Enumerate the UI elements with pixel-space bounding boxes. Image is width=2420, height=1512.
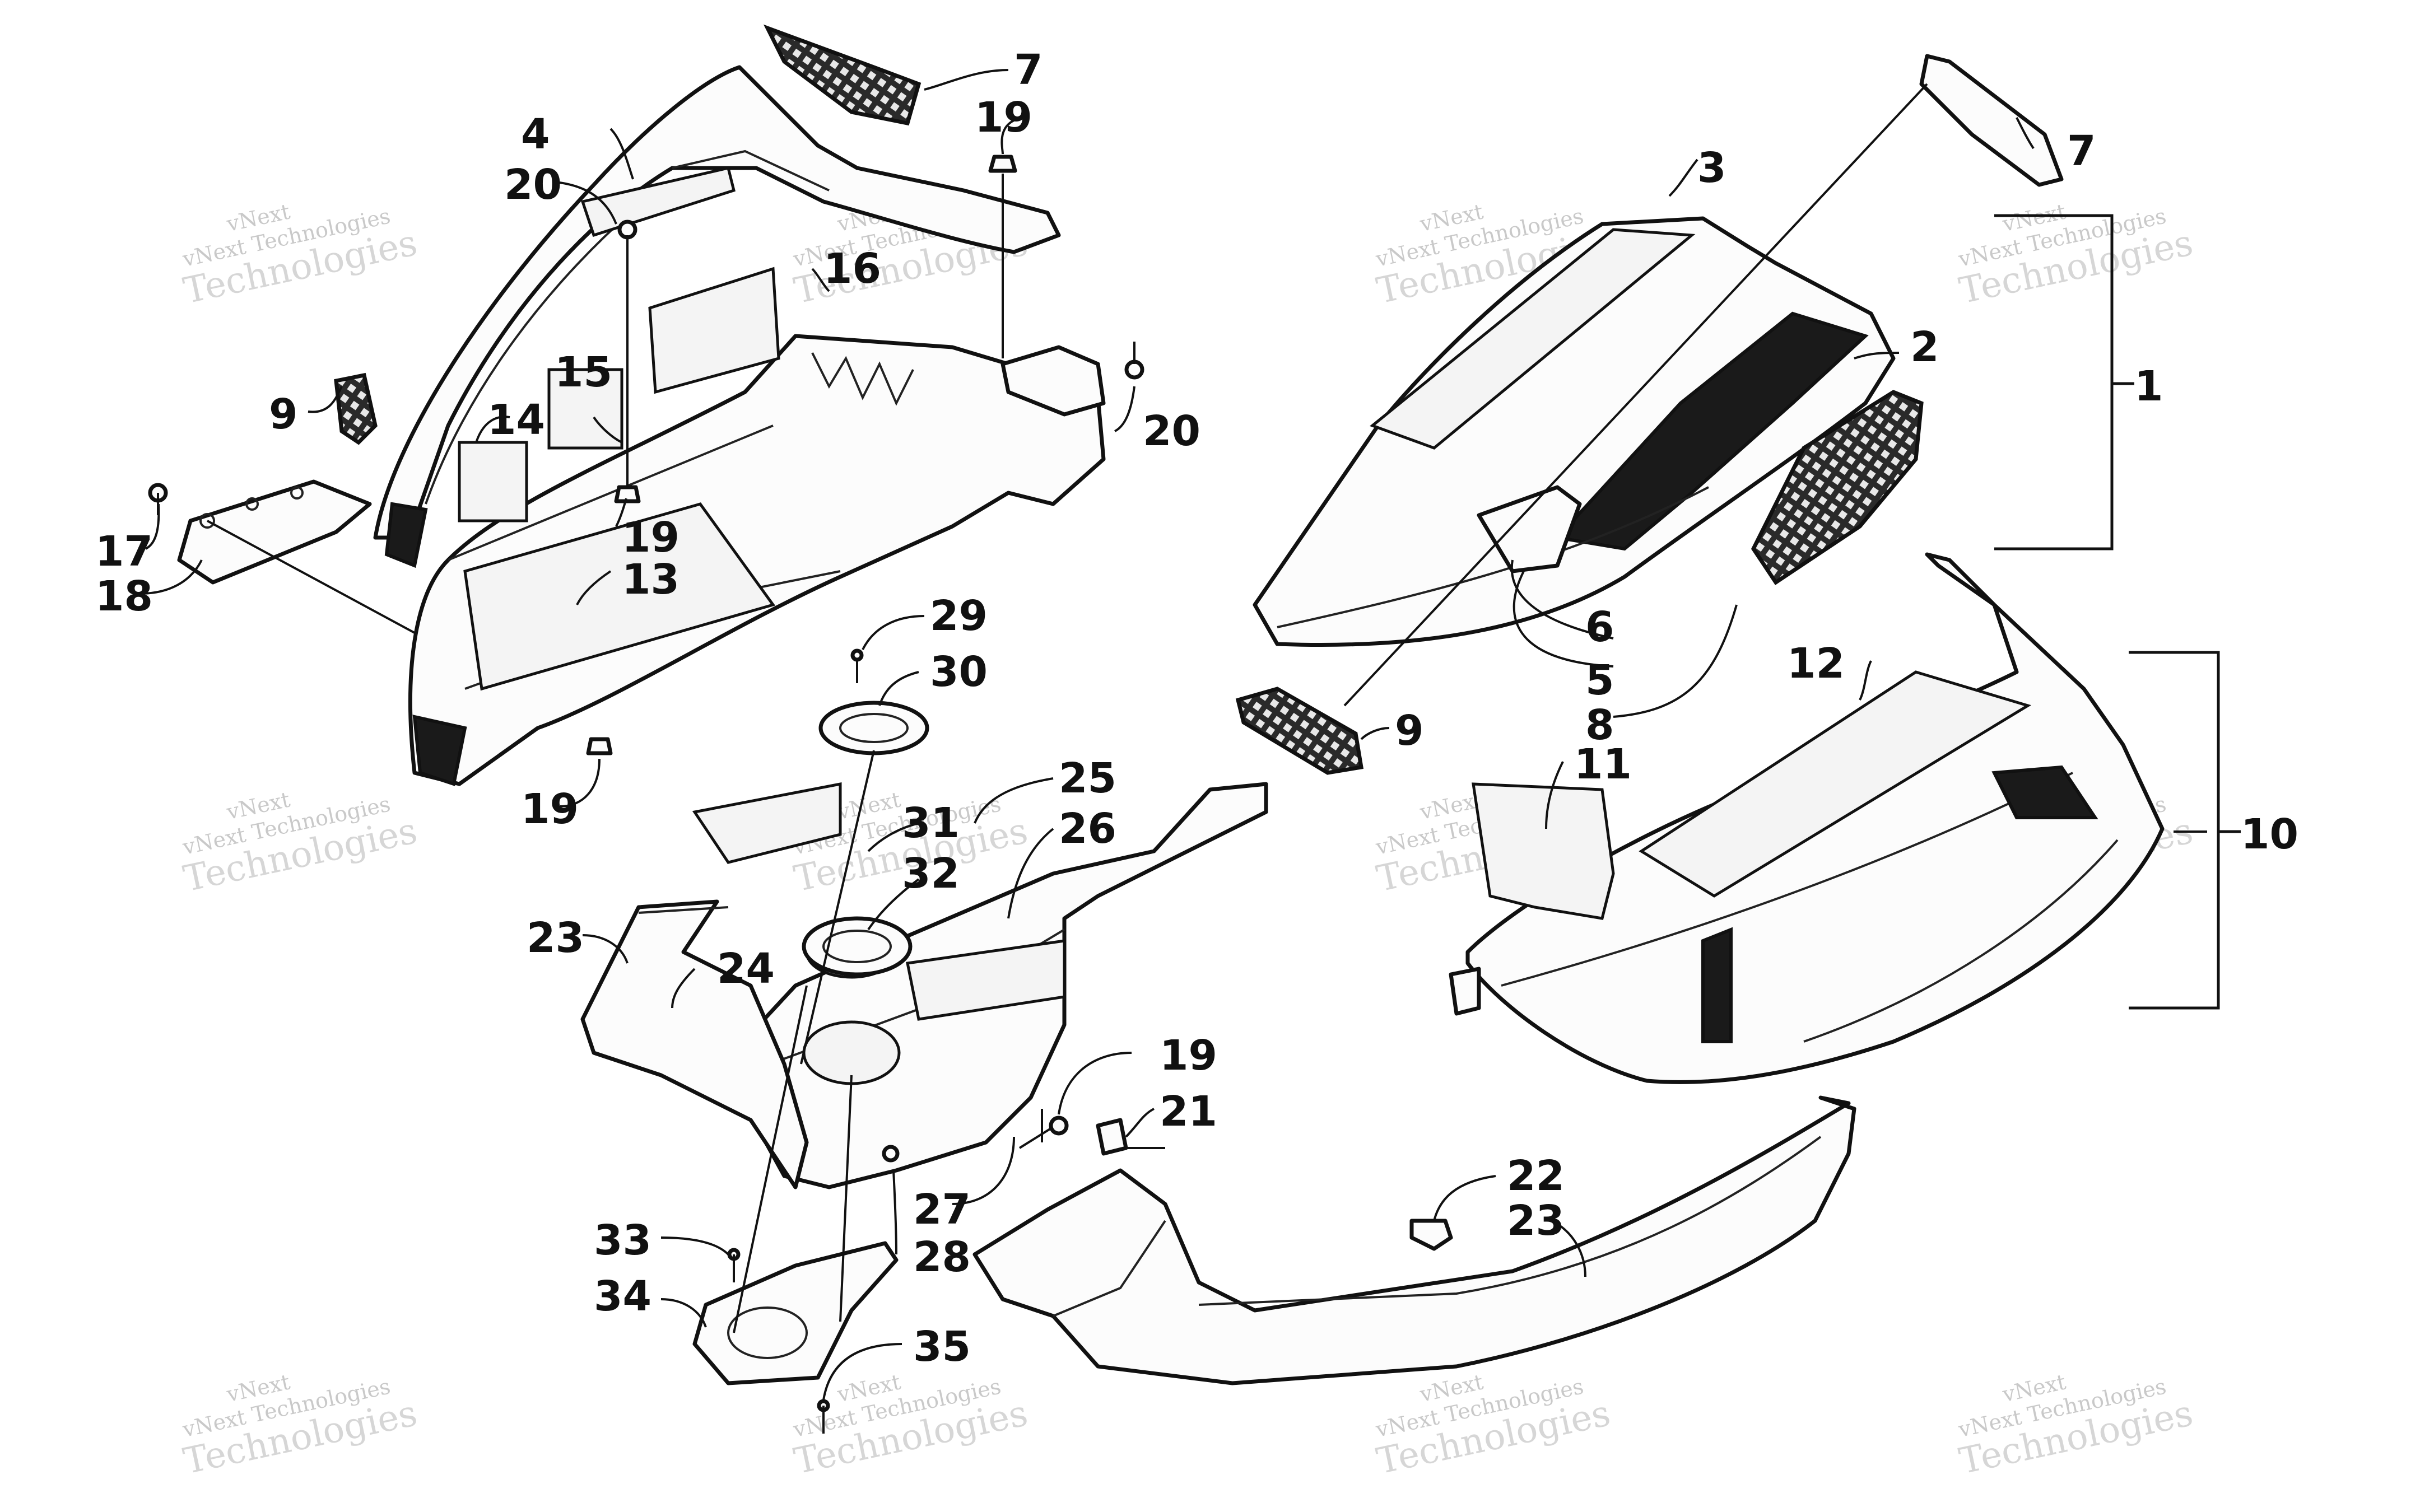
- callout-9: 9: [1395, 707, 1424, 755]
- callout-7: 7: [2067, 127, 2096, 175]
- callout-20: 20: [1143, 407, 1200, 455]
- callout-4: 4: [521, 110, 550, 158]
- watermark: vNext vNext Technologies Technologies: [1956, 1369, 2196, 1482]
- belly-pan-assembly: [580, 648, 1268, 1434]
- side-panel-graphic-2: [1554, 311, 1869, 551]
- callout-5: 5: [1585, 656, 1614, 704]
- callout-25: 25: [1059, 754, 1116, 802]
- callout-6: 6: [1585, 603, 1614, 651]
- side-panel-3: [1253, 216, 1896, 647]
- fastener-20-right: [1124, 342, 1144, 380]
- clip-22: [1409, 1219, 1453, 1251]
- callout-23: 23: [527, 914, 584, 962]
- bolt-17: [148, 483, 168, 515]
- callout-34: 34: [594, 1272, 651, 1320]
- fastener-20-upper: [617, 220, 637, 263]
- insert-11: [1472, 782, 1615, 920]
- hood-vent-grille-7: [763, 24, 922, 126]
- callout-31: 31: [902, 799, 960, 847]
- decal-16: [648, 267, 780, 394]
- callout-15: 15: [555, 348, 612, 396]
- callout-11: 11: [1574, 740, 1632, 788]
- hood-lower-body: [408, 334, 1106, 786]
- fastener-19-upper: [988, 155, 1017, 173]
- callout-8: 8: [1585, 701, 1614, 749]
- front-duct-23: [580, 899, 809, 1189]
- hood-assembly: [148, 24, 1144, 786]
- hood-decal-4: [580, 166, 736, 237]
- callout-19: 19: [1160, 1032, 1217, 1080]
- plate-24: [906, 939, 1066, 1021]
- callout-28: 28: [913, 1233, 971, 1281]
- callout-21: 21: [1160, 1088, 1217, 1136]
- callout-30: 30: [930, 648, 988, 696]
- decal-14: [458, 441, 528, 522]
- callouts: 7 19 4 20 16 9 15 14 20 19 13 17 18 19 3…: [95, 46, 2298, 1371]
- callout-35: 35: [913, 1323, 971, 1371]
- lower-skid-assembly: [972, 1095, 1856, 1385]
- callout-24: 24: [717, 945, 775, 993]
- callout-14: 14: [487, 396, 545, 444]
- watermark: vNext vNext Technologies Technologies: [180, 1369, 421, 1482]
- callout-13: 13: [622, 556, 680, 604]
- callout-17: 17: [95, 528, 153, 576]
- callout-32: 32: [902, 850, 960, 898]
- watermark: vNext vNext Technologies Technologies: [180, 787, 421, 900]
- callout-2: 2: [1910, 323, 1939, 371]
- hood-upper-shell: [373, 65, 1061, 540]
- callout-22: 22: [1507, 1152, 1565, 1200]
- front-duct-18: [177, 479, 372, 585]
- fastener-19-lower: [586, 737, 613, 755]
- gasket-32: [802, 916, 913, 977]
- callout-19: 19: [622, 514, 680, 562]
- side-panel-assembly-1: [1235, 54, 2064, 775]
- callout-27: 27: [913, 1186, 971, 1234]
- callout-7: 7: [1014, 46, 1043, 94]
- callout-16: 16: [823, 245, 881, 293]
- callout-19: 19: [521, 785, 579, 833]
- callout-29: 29: [930, 592, 988, 640]
- fastener-19-mid: [614, 485, 641, 503]
- callout-3: 3: [1697, 144, 1726, 192]
- side-vent-9-left: [334, 372, 378, 445]
- watermark: vNext vNext Technologies Technologies: [1956, 199, 2196, 312]
- side-panel-assembly-10: [1449, 552, 2165, 1084]
- callout-10: 10: [2241, 810, 2298, 858]
- callout-9: 9: [269, 390, 298, 438]
- callout-19: 19: [975, 94, 1032, 142]
- gasket-34: [692, 1241, 899, 1385]
- callout-20: 20: [504, 161, 562, 209]
- grille-8: [1751, 390, 1924, 585]
- gasket-30: [818, 701, 929, 755]
- callout-12: 12: [1787, 640, 1845, 688]
- leader-lines: [139, 69, 2208, 1401]
- callout-26: 26: [1059, 805, 1116, 853]
- hood-window-13: [463, 502, 776, 691]
- callout-1: 1: [2134, 362, 2163, 410]
- watermark: vNext vNext Technologies Technologies: [180, 199, 421, 312]
- lower-skid-plate: [972, 1095, 1856, 1385]
- side-vent-9-right: [1235, 687, 1364, 775]
- callout-18: 18: [95, 572, 153, 620]
- trim-7-right: [1919, 54, 2064, 187]
- callout-23: 23: [1507, 1197, 1565, 1245]
- plate-25: [692, 782, 842, 864]
- callout-33: 33: [594, 1216, 651, 1264]
